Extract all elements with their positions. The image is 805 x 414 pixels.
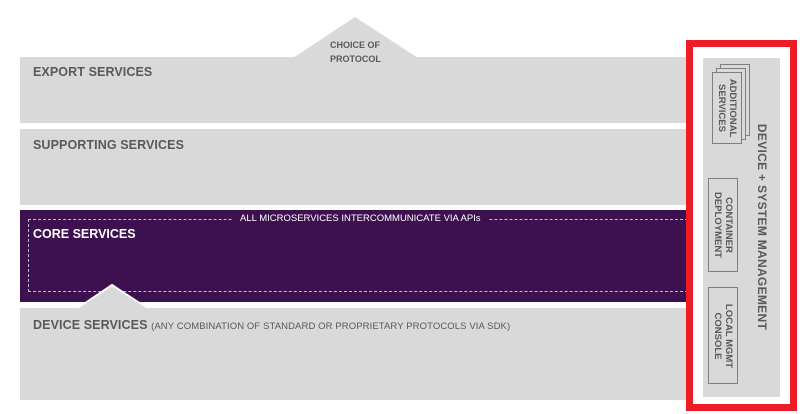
container-deployment-box: CONTAINER DEPLOYMENT [708,178,738,272]
local-mgmt-console-box: LOCAL MGMT CONSOLE [708,287,738,384]
additional-services-box: ADDITIONAL SERVICES [712,72,742,144]
roof-label-line1: CHOICE OF [330,40,381,50]
core-services-title: CORE SERVICES [33,227,136,241]
core-services-layer: ALL MICROSERVICES INTERCOMMUNICATE VIA A… [20,210,693,302]
device-system-management-panel: ADDITIONAL SERVICES CONTAINER DEPLOYMENT… [703,58,780,397]
device-services-layer: DEVICE SERVICES (ANY COMBINATION OF STAN… [20,308,693,400]
device-services-subtitle: (ANY COMBINATION OF STANDARD OR PROPRIET… [151,321,511,332]
export-services-layer: EXPORT SERVICES [20,57,693,123]
supporting-services-title: SUPPORTING SERVICES [33,138,185,152]
device-services-title: DEVICE SERVICES (ANY COMBINATION OF STAN… [33,318,510,332]
red-highlight-frame [686,40,797,411]
device-services-title-text: DEVICE SERVICES [33,318,148,332]
supporting-services-layer: SUPPORTING SERVICES [20,129,693,205]
choice-of-protocol-label: CHOICE OF PROTOCOL [330,38,381,66]
export-services-title: EXPORT SERVICES [33,65,153,79]
roof-label-line2: PROTOCOL [330,54,381,64]
api-intercommunication-note: ALL MICROSERVICES INTERCOMMUNICATE VIA A… [232,213,489,224]
